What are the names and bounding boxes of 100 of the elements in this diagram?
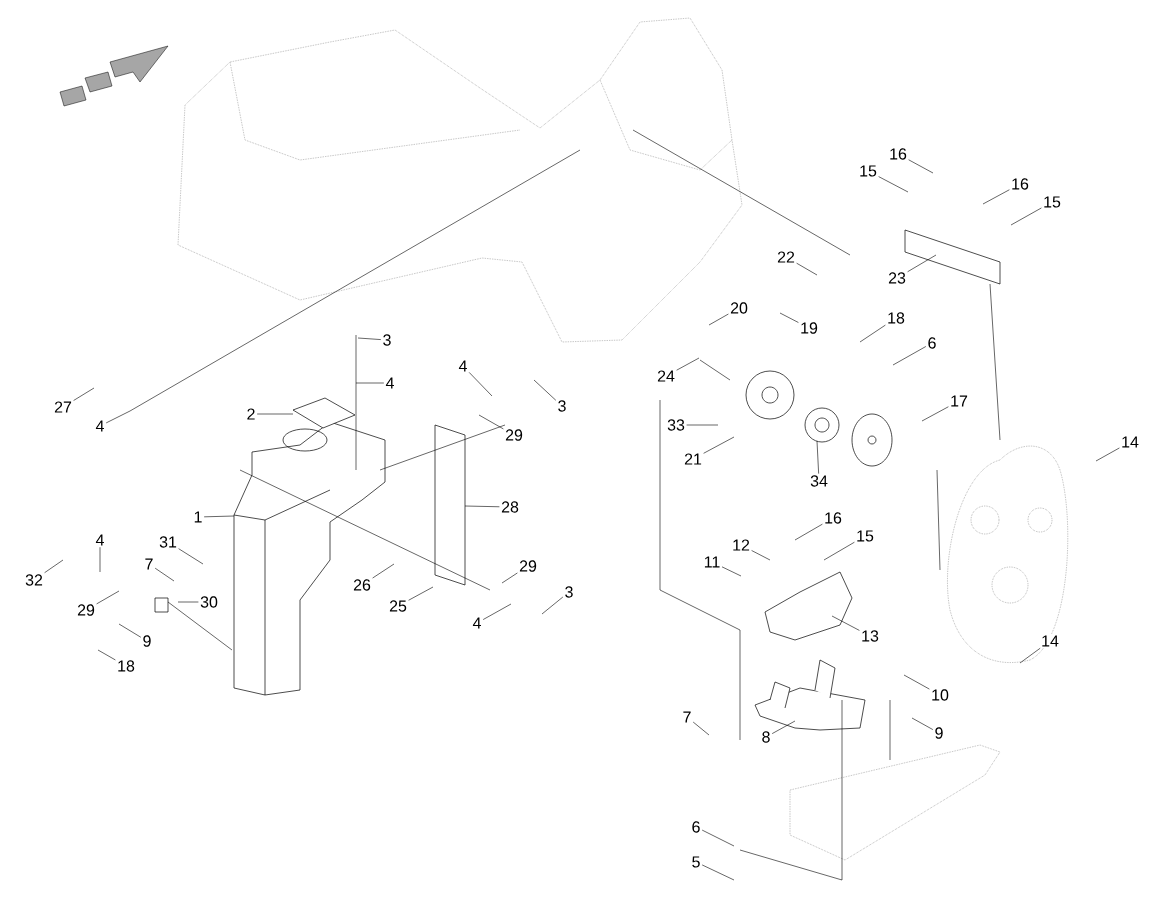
leader-line [96, 590, 120, 605]
leader-line [1019, 647, 1041, 664]
leader-line [372, 563, 395, 579]
callout-number: 29 [503, 427, 525, 443]
callout-number: 28 [499, 499, 521, 515]
callout-number: 3 [381, 332, 393, 348]
callout-number: 1 [192, 510, 204, 524]
callout-number: 17 [948, 394, 970, 408]
leader-line [541, 596, 564, 615]
leader-line [533, 379, 557, 401]
leader-line [178, 548, 204, 565]
leader-line [692, 721, 710, 736]
callout-number: 30 [198, 594, 220, 610]
leader-line [408, 586, 434, 601]
leader-line [982, 189, 1010, 205]
callout-number: 9 [933, 725, 945, 741]
callout-number: 13 [859, 628, 881, 644]
callout-number: 24 [655, 368, 677, 384]
callout-number: 15 [857, 163, 879, 179]
callout-number: 7 [681, 710, 693, 724]
leader-line [703, 436, 735, 454]
callout-number: 21 [682, 451, 704, 467]
callout-number: 18 [885, 310, 907, 326]
leader-line [177, 601, 199, 603]
callout-number: 7 [143, 557, 155, 571]
leader-line [355, 382, 385, 384]
leader-line [118, 623, 142, 638]
callout-number: 16 [822, 510, 844, 526]
callout-number: 8 [760, 729, 772, 745]
leader-line [501, 572, 518, 584]
callout-number: 4 [384, 376, 396, 390]
callout-number: 4 [457, 359, 469, 373]
callout-number: 4 [471, 616, 483, 630]
callout-number: 34 [808, 473, 830, 489]
leader-line [97, 649, 116, 661]
callout-number: 23 [886, 270, 908, 286]
leader-line [794, 523, 823, 541]
leader-line [105, 410, 131, 424]
leader-line [903, 674, 930, 690]
callout-number: 6 [926, 335, 938, 351]
leader-line [154, 567, 175, 582]
leader-line [482, 603, 512, 620]
callout-number: 19 [798, 320, 820, 336]
leader-line [823, 541, 855, 561]
callout-number: 29 [75, 602, 97, 618]
leader-line [708, 313, 729, 326]
callout-number: 32 [23, 572, 45, 588]
leader-line [831, 615, 860, 631]
leader-line [357, 337, 382, 340]
leader-line [701, 829, 735, 847]
callout-number: 12 [730, 537, 752, 553]
callout-number: 16 [887, 146, 909, 162]
leader-line [464, 505, 500, 508]
callout-number: 18 [115, 658, 137, 674]
callout-number: 3 [556, 398, 568, 414]
leader-line [1010, 207, 1042, 226]
leader-line [751, 550, 771, 561]
leader-line [44, 559, 64, 573]
leader-line [908, 159, 934, 174]
callout-number: 10 [929, 687, 951, 703]
leader-line [878, 176, 909, 193]
leader-line [99, 546, 101, 573]
leader-line [468, 372, 493, 397]
leader-line [721, 566, 742, 577]
callout-number: 5 [690, 854, 702, 870]
leader-line [911, 717, 934, 730]
leader-line [73, 387, 95, 401]
leader-line [907, 254, 937, 273]
callout-number: 2 [245, 406, 257, 422]
leader-line [686, 424, 719, 426]
leader-line [892, 346, 927, 366]
callout-number: 27 [52, 399, 74, 415]
leader-line [921, 406, 949, 422]
leader-line [203, 515, 235, 518]
leader-line [256, 413, 294, 415]
callout-number: 31 [157, 534, 179, 550]
callout-number: 9 [141, 633, 153, 649]
leader-line [701, 864, 735, 881]
callout-number: 14 [1039, 634, 1061, 648]
leader-line [478, 414, 504, 430]
callout-number: 15 [1041, 194, 1063, 210]
callout-number: 25 [387, 598, 409, 614]
leader-line [816, 440, 819, 474]
leader-line [771, 720, 796, 734]
callout-number: 20 [728, 300, 750, 316]
callout-number: 22 [775, 249, 797, 265]
callout-number: 15 [854, 528, 876, 544]
callout-number: 26 [351, 577, 373, 593]
callout-number: 14 [1119, 435, 1141, 449]
leader-line [859, 324, 886, 343]
callout-number: 11 [702, 555, 722, 569]
leader-line [796, 262, 818, 276]
callout-number: 4 [94, 533, 106, 547]
callout-number: 4 [94, 419, 106, 433]
leader-line [779, 312, 799, 323]
leader-line [676, 357, 700, 371]
callout-number: 29 [517, 558, 539, 574]
callout-number: 16 [1009, 176, 1031, 192]
leader-line [1095, 447, 1120, 462]
callout-number: 6 [690, 819, 702, 835]
